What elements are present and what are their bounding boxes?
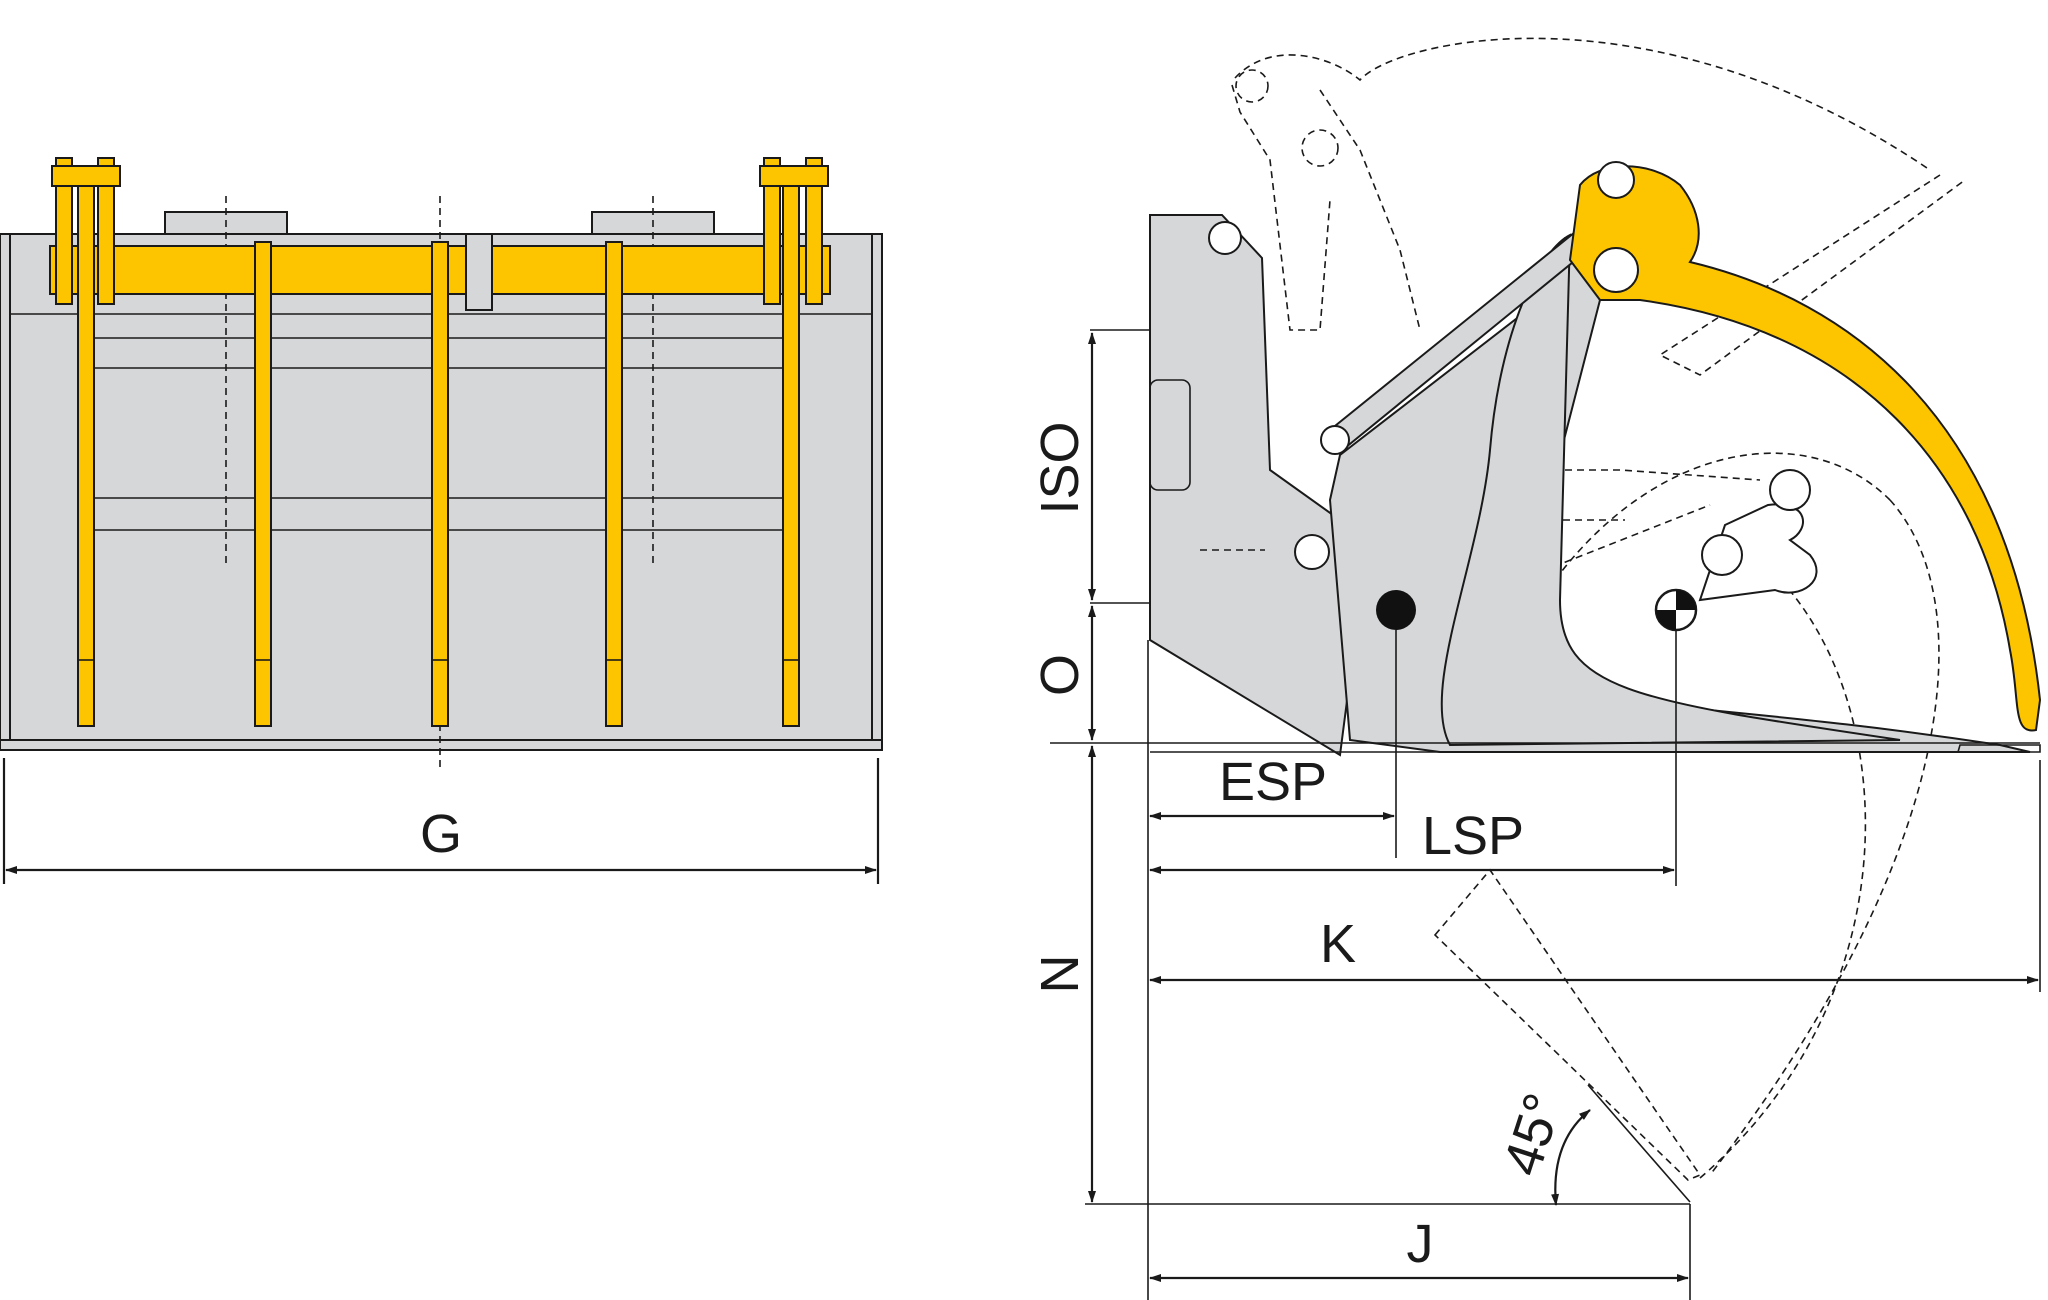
- bucket-bottom-edge: [0, 739, 883, 751]
- bucket-right-side: [871, 233, 883, 750]
- tine-1: [77, 169, 95, 727]
- top-pin: [1208, 221, 1242, 255]
- hinge-right-b: [805, 157, 823, 305]
- center-of-gravity-empty-icon: [1376, 590, 1416, 630]
- dimension-iso: ISO: [1030, 329, 1150, 604]
- label-k: K: [1320, 914, 1356, 974]
- pivot-pin: [1294, 534, 1330, 570]
- angle-45: 45°: [1492, 1084, 1691, 1206]
- grab-claw: [1568, 165, 2042, 732]
- mount-frame: [1149, 214, 1362, 757]
- tine-4: [605, 241, 623, 727]
- bucket-side-inner: [1440, 233, 1901, 747]
- dimension-j: J: [1149, 1204, 1691, 1300]
- hinge-left-a: [55, 157, 73, 305]
- label-j: J: [1407, 1214, 1434, 1274]
- label-esp: ESP: [1219, 752, 1327, 812]
- center-of-gravity-loaded-icon: [1654, 588, 1698, 632]
- center-clamp: [465, 233, 493, 311]
- claw-pivot-main: [1593, 247, 1639, 293]
- claw-pivot-top: [1597, 161, 1635, 199]
- label-o: O: [1030, 654, 1090, 696]
- front-view: [0, 157, 883, 768]
- side-view: [1149, 37, 2042, 1181]
- bucket-left-side: [0, 233, 11, 750]
- tine-2: [254, 241, 272, 727]
- label-angle: 45°: [1492, 1086, 1574, 1182]
- label-g: G: [420, 804, 462, 864]
- tine-3: [431, 241, 449, 727]
- bucket-side-body: [1328, 236, 2031, 753]
- dimension-n: N: [1030, 745, 1690, 1205]
- label-iso: ISO: [1030, 421, 1090, 514]
- dimension-o: O: [1030, 605, 1096, 741]
- hinge-right-a: [763, 157, 781, 305]
- label-n: N: [1030, 955, 1090, 994]
- label-lsp: LSP: [1422, 806, 1524, 866]
- hinge-left-b: [97, 157, 115, 305]
- dimension-lsp: LSP: [1149, 806, 1675, 874]
- dimension-g: G: [2, 758, 880, 884]
- dimension-esp: ESP: [1149, 752, 1395, 820]
- tine-5: [782, 169, 800, 727]
- dimension-k: K: [1149, 760, 2041, 992]
